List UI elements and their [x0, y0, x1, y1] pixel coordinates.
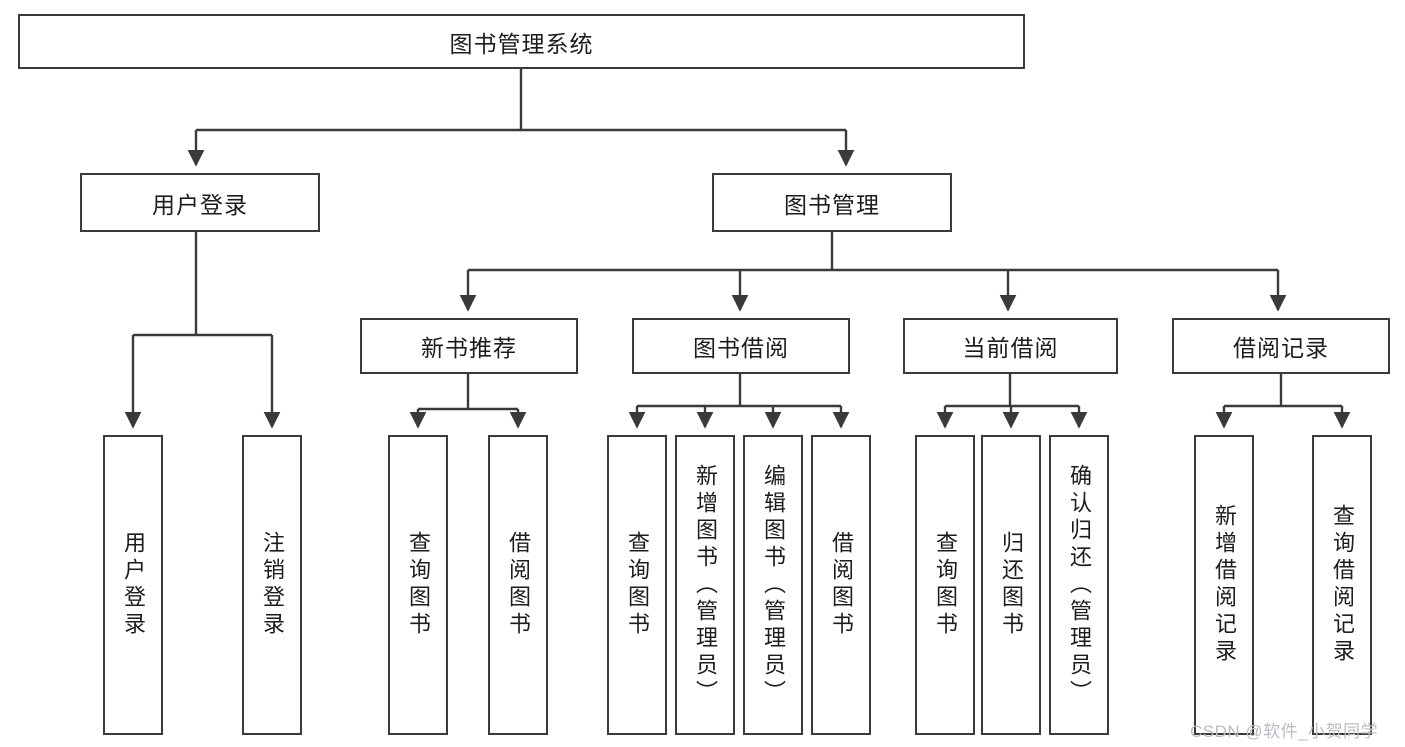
leaf-query-borrow-record[interactable]: 查询借阅记录: [1312, 435, 1372, 735]
node-current-borrow-label: 当前借阅: [962, 335, 1059, 361]
node-user-login-label: 用户登录: [152, 191, 248, 218]
leaf-confirm-return-admin-label: 确认归还（管理员）: [1067, 463, 1092, 707]
leaf-query-book-borrow[interactable]: 查询图书: [607, 435, 667, 735]
csdn-watermark: CSDN @软件_小贺同学: [1190, 722, 1379, 741]
leaf-query-book-new[interactable]: 查询图书: [388, 435, 448, 735]
leaf-query-book-current[interactable]: 查询图书: [915, 435, 975, 735]
leaf-logout-label: 注销登录: [260, 531, 285, 639]
leaf-add-book-admin-label: 新增图书（管理员）: [693, 463, 718, 707]
leaf-query-book-borrow-label: 查询图书: [625, 531, 650, 639]
leaf-return-book[interactable]: 归还图书: [981, 435, 1041, 735]
node-borrow-records-label: 借阅记录: [1233, 335, 1329, 361]
leaf-borrow-book-label: 借阅图书: [829, 531, 854, 639]
node-root[interactable]: 图书管理系统: [18, 14, 1025, 69]
node-current-borrow[interactable]: 当前借阅: [903, 318, 1118, 374]
leaf-add-borrow-record-label: 新增借阅记录: [1212, 504, 1237, 666]
leaf-add-book-admin[interactable]: 新增图书（管理员）: [675, 435, 735, 735]
leaf-confirm-return-admin[interactable]: 确认归还（管理员）: [1049, 435, 1109, 735]
leaf-query-book-new-label: 查询图书: [406, 531, 431, 639]
node-new-book-recommend-label: 新书推荐: [421, 335, 517, 361]
node-book-borrow-label: 图书借阅: [693, 335, 789, 361]
leaf-borrow-book-new[interactable]: 借阅图书: [488, 435, 548, 735]
leaf-add-borrow-record[interactable]: 新增借阅记录: [1194, 435, 1254, 735]
leaf-logout[interactable]: 注销登录: [242, 435, 302, 735]
leaf-query-book-current-label: 查询图书: [933, 531, 958, 639]
node-book-borrow[interactable]: 图书借阅: [632, 318, 850, 374]
leaf-user-login-label: 用户登录: [121, 531, 146, 639]
leaf-user-login[interactable]: 用户登录: [103, 435, 163, 735]
node-new-book-recommend[interactable]: 新书推荐: [360, 318, 578, 374]
leaf-return-book-label: 归还图书: [999, 531, 1024, 639]
leaf-edit-book-admin-label: 编辑图书（管理员）: [761, 463, 786, 707]
node-user-login[interactable]: 用户登录: [80, 173, 320, 232]
leaf-borrow-book-new-label: 借阅图书: [506, 531, 531, 639]
leaf-query-borrow-record-label: 查询借阅记录: [1330, 504, 1355, 666]
node-borrow-records[interactable]: 借阅记录: [1172, 318, 1390, 374]
leaf-edit-book-admin[interactable]: 编辑图书（管理员）: [743, 435, 803, 735]
node-book-management-label: 图书管理: [784, 191, 880, 218]
leaf-borrow-book[interactable]: 借阅图书: [811, 435, 871, 735]
node-book-management[interactable]: 图书管理: [712, 173, 952, 232]
node-root-label: 图书管理系统: [449, 30, 594, 57]
